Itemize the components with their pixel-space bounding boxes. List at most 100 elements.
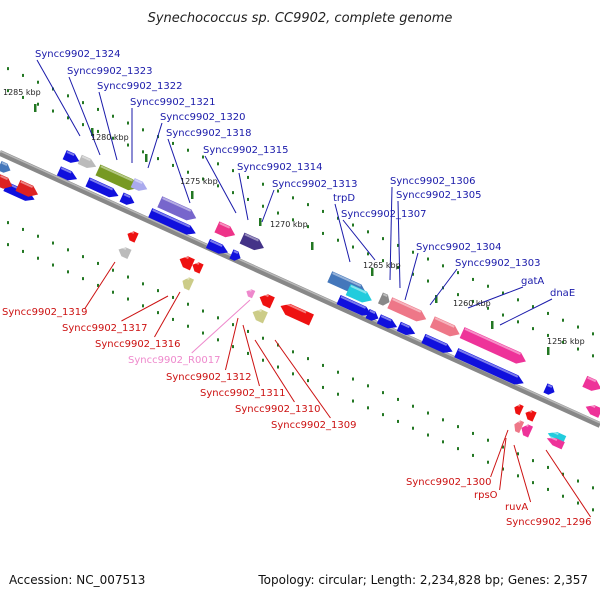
gene-arrow	[546, 435, 565, 450]
track-tick	[142, 128, 144, 132]
leader-line	[224, 317, 239, 371]
track-tick	[487, 460, 489, 464]
gene-arrow	[118, 245, 132, 260]
gene-arrow	[521, 423, 534, 438]
track-tick	[97, 107, 99, 111]
gene-arrow-shine	[261, 292, 269, 298]
track-tick	[547, 333, 549, 337]
gene-arrow	[229, 249, 241, 261]
gene-arrow-body	[514, 404, 524, 416]
track-tick	[367, 252, 369, 256]
reverse-gene-label: Syncc9902_1316	[95, 339, 181, 350]
gene-arrow-body	[336, 295, 372, 316]
track-tick	[307, 379, 309, 383]
track-tick	[112, 114, 114, 118]
reverse-gene-label: Syncc9902_1312	[166, 372, 252, 383]
forward-gene-label: Syncc9902_1323	[67, 66, 153, 77]
track-tick	[292, 372, 294, 376]
gene-arrow	[514, 403, 524, 416]
gene-arrow-body	[127, 231, 139, 243]
gene-arrow	[396, 321, 416, 335]
track-tick	[172, 317, 174, 321]
gene-arrow-body	[85, 177, 119, 198]
scale-label: 1275 kbp	[180, 177, 218, 186]
rna-gene-label: Syncc9902_R0017	[128, 355, 220, 366]
gene-arrow-body	[585, 405, 600, 418]
reverse-gene-label: Syncc9902_1319	[2, 307, 88, 318]
leader-line	[98, 91, 118, 161]
leader-line	[36, 59, 81, 137]
leader-line	[154, 291, 181, 338]
gene-arrow	[56, 166, 78, 181]
gene-arrow	[543, 383, 555, 395]
forward-gene-label: Syncc9902_1314	[237, 162, 323, 173]
leader-line	[261, 189, 275, 223]
leader-line	[404, 252, 419, 301]
gene-arrow-body	[214, 221, 236, 238]
map-title: Synechococcus sp. CC9902, complete genom…	[148, 11, 453, 26]
track-tick	[82, 277, 84, 281]
gene-arrow	[387, 297, 427, 322]
reverse-gene-label: Syncc9902_1300	[406, 477, 492, 488]
track-tick	[202, 177, 204, 181]
genome-backbone	[0, 150, 600, 428]
track-tick	[577, 325, 579, 329]
track-tick	[37, 102, 39, 106]
forward-gene-label: Syncc9902_1322	[97, 81, 183, 92]
gene-arrow	[127, 230, 139, 243]
track-tick	[352, 377, 354, 381]
track-tick	[307, 203, 309, 207]
track-tick	[157, 289, 159, 293]
leader-line	[254, 339, 295, 403]
track-tick	[517, 298, 519, 302]
gene-arrow-shine	[0, 175, 8, 181]
gene-arrow	[252, 307, 268, 324]
track-tick	[517, 452, 519, 456]
gene-arrow	[85, 177, 119, 198]
track-tick	[22, 249, 24, 253]
track-tick	[307, 357, 309, 361]
gene-arrow-body	[280, 303, 314, 326]
track-tick	[412, 272, 414, 276]
leader-line	[490, 429, 509, 478]
track-tick	[292, 218, 294, 222]
scale-label: 1255 kbp	[547, 337, 585, 346]
track-tick	[112, 136, 114, 140]
gene-arrow-body	[252, 309, 268, 324]
gene-arrow-shine	[120, 245, 127, 250]
gene-arrow	[459, 327, 526, 364]
gene-arrow-body	[387, 297, 427, 322]
track-tick	[127, 275, 129, 279]
leader-line	[429, 268, 458, 306]
track-tick	[397, 243, 399, 247]
leader-line	[545, 449, 592, 518]
gene-arrow-shine	[282, 301, 307, 314]
track-tick	[262, 182, 264, 186]
track-tick	[322, 209, 324, 213]
leader-line	[121, 295, 169, 322]
feature-layer	[0, 150, 600, 450]
gene-arrow	[246, 288, 256, 299]
gene-arrow-shine	[464, 327, 521, 355]
track-tick	[502, 291, 504, 295]
gene-arrow-body	[0, 160, 11, 173]
gene-arrow-body	[56, 166, 78, 181]
track-tick	[7, 89, 9, 93]
track-tick	[367, 384, 369, 388]
gene-arrow-shine	[332, 272, 362, 287]
track-tick	[187, 148, 189, 152]
gene-arrow-shine	[392, 298, 422, 313]
scale-label: 1265 kbp	[363, 261, 401, 270]
track-tick	[7, 67, 9, 71]
track-tick	[247, 175, 249, 179]
gene-arrow-shine	[100, 165, 134, 182]
reverse-gene-label: Syncc9902_1311	[200, 388, 286, 399]
track-tick	[592, 332, 594, 336]
track-tick	[232, 323, 234, 327]
track-tick	[532, 459, 534, 463]
leader-line	[84, 261, 116, 310]
leader-line	[397, 200, 401, 289]
gene-arrow-shine	[81, 155, 91, 162]
gene-arrow-body	[514, 420, 525, 434]
forward-gene-label: Syncc9902_1304	[416, 242, 502, 253]
